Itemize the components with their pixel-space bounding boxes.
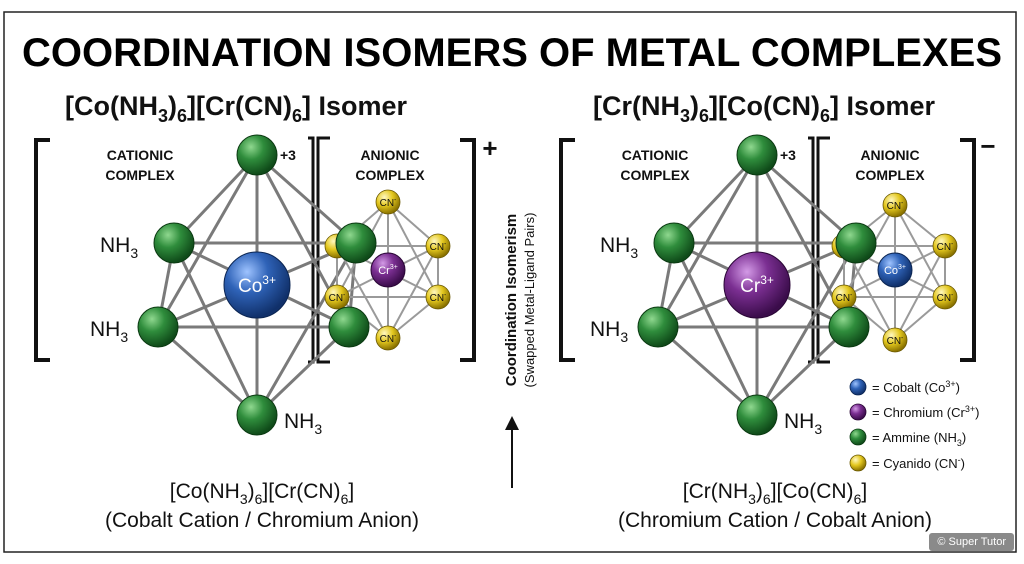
legend: = Cobalt (Co3+) = Chromium (Cr3+) = Ammi… (849, 378, 979, 472)
cn-label: CN- (430, 292, 447, 304)
left-cation-charge: +3 (280, 147, 296, 163)
isomerism-arrow-head (505, 416, 519, 430)
cyanido-swatch (849, 454, 867, 472)
left-cationic-label-2: COMPLEX (105, 167, 175, 183)
cyanido-sphere (375, 189, 401, 215)
left-anionic-label-2: COMPLEX (355, 167, 425, 183)
left-cobalt-central-ion (223, 251, 291, 319)
ammine-sphere (828, 306, 870, 348)
ammine-sphere (236, 134, 278, 176)
left-bracket-open (34, 138, 50, 362)
legend-item-cobalt: = Cobalt (Co3+) (849, 378, 960, 396)
left-anion-bracket-open (316, 136, 330, 364)
legend-item-cyanido: = Cyanido (CN-) (849, 454, 965, 472)
cyanido-sphere (324, 284, 350, 310)
cyanido-sphere (425, 284, 451, 310)
left-caption: (Cobalt Cation / Chromium Anion) (105, 509, 419, 532)
ammine-sphere (328, 306, 370, 348)
ammine-sphere (736, 394, 778, 436)
cn-label: CN- (836, 292, 853, 304)
cyanido-sphere (882, 327, 908, 353)
legend-label-cobalt: = Cobalt (Co3+) (872, 379, 960, 395)
left-bracket-close (460, 138, 476, 362)
left-isomer: [Co(NH3)6][Cr(CN)6] Isomer + CATIONIC CO… (34, 91, 498, 532)
left-ammine-ligands (137, 134, 377, 436)
left-ligand-label-2: NH3 (90, 318, 128, 345)
right-bracket-charge: − (980, 131, 995, 161)
right-isomer-heading: [Cr(NH3)6][Co(CN)6] Isomer (593, 91, 936, 126)
right-cationic-label-2: COMPLEX (620, 167, 690, 183)
left-isomer-heading: [Co(NH3)6][Cr(CN)6] Isomer (65, 91, 408, 126)
right-cation-bonds (656, 153, 858, 417)
legend-label-chromium: = Chromium (Cr3+) (872, 404, 979, 420)
cobalt-swatch (849, 378, 867, 396)
cn-label: CN- (380, 197, 397, 209)
right-caption: (Chromium Cation / Cobalt Anion) (618, 509, 932, 532)
right-formula: [Cr(NH3)6][Co(CN)6] (683, 480, 867, 507)
right-central-ion-label: Cr3+ (740, 273, 774, 297)
left-ligand-label-1: NH3 (100, 234, 138, 261)
right-chromium-central-ion (723, 251, 791, 319)
ammine-sphere (153, 222, 195, 264)
right-cobalt-anion-center (877, 252, 913, 288)
outer-frame (3, 11, 1017, 553)
cn-label: CN- (887, 200, 904, 212)
cn-label: CN- (329, 292, 346, 304)
right-cation-charge: +3 (780, 147, 796, 163)
cn-label: CN- (380, 333, 397, 345)
left-bracket-charge: + (482, 133, 497, 163)
ammine-swatch (849, 428, 867, 446)
left-chromium-anion-center (370, 252, 406, 288)
cn-label: CN- (887, 335, 904, 347)
ammine-sphere (335, 222, 377, 264)
right-bracket-open (559, 138, 575, 362)
left-central-ion-label: Co3+ (238, 273, 276, 297)
cyanido-sphere (882, 192, 908, 218)
right-isomer: [Cr(NH3)6][Co(CN)6] Isomer − CATIONIC CO… (559, 91, 996, 532)
ammine-sphere (736, 134, 778, 176)
right-ligand-label-3: NH3 (784, 410, 822, 437)
legend-label-ammine: = Ammine (NH3) (872, 430, 966, 448)
cn-label: CN- (430, 241, 447, 253)
left-cationic-label-1: CATIONIC (107, 147, 174, 163)
cyanido-sphere (425, 233, 451, 259)
left-formula: [Co(NH3)6][Cr(CN)6] (170, 480, 354, 507)
watermark: © Super Tutor (929, 533, 1014, 551)
middle-label-2: (Swapped Metal-Ligand Pairs) (522, 213, 537, 388)
ammine-sphere (653, 222, 695, 264)
ammine-sphere (137, 306, 179, 348)
cyanido-sphere (932, 284, 958, 310)
right-cationic-label-1: CATIONIC (622, 147, 689, 163)
cyanido-sphere (375, 325, 401, 351)
left-anionic-label-1: ANIONIC (360, 147, 419, 163)
legend-item-ammine: = Ammine (NH3) (849, 428, 966, 448)
right-bracket-close (960, 138, 976, 362)
page-title: COORDINATION ISOMERS OF METAL COMPLEXES (22, 31, 1002, 75)
right-ligand-label-1: NH3 (600, 234, 638, 261)
legend-item-chromium: = Chromium (Cr3+) (849, 403, 979, 421)
cn-label: CN- (937, 292, 954, 304)
cyanido-sphere (932, 233, 958, 259)
middle-isomerism-arrow: Coordination Isomerism (Swapped Metal-Li… (503, 213, 537, 488)
right-anion-bracket-open (816, 136, 830, 364)
right-anionic-label-1: ANIONIC (860, 147, 919, 163)
right-anion-center-label: Co3+ (884, 264, 906, 277)
legend-label-cyanido: = Cyanido (CN-) (872, 455, 965, 471)
left-anion-center-label: Cr3+ (378, 264, 398, 277)
right-ligand-label-2: NH3 (590, 318, 628, 345)
right-anionic-label-2: COMPLEX (855, 167, 925, 183)
chromium-swatch (849, 403, 867, 421)
ammine-sphere (637, 306, 679, 348)
ammine-sphere (236, 394, 278, 436)
right-ammine-ligands (637, 134, 877, 436)
ammine-sphere (835, 222, 877, 264)
left-ligand-label-3: NH3 (284, 410, 322, 437)
middle-label-1: Coordination Isomerism (503, 214, 520, 387)
cn-label: CN- (937, 241, 954, 253)
